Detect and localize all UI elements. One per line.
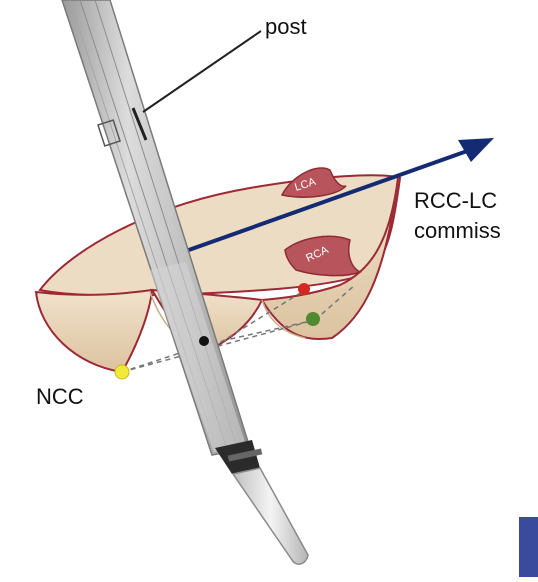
post-label: post [265,14,307,40]
post-leader-line [143,31,261,112]
rcc-lcc-label-line1: RCC-LC [414,188,497,214]
tapered-tip [215,440,308,564]
rcc-lcc-label-line2: commiss [414,218,501,244]
green-marker [306,312,320,326]
corner-color-block [519,517,538,577]
red-marker [298,283,310,295]
left-cusp [36,290,152,372]
black-marker [199,336,209,346]
ncc-label: NCC [36,384,84,410]
yellow-marker [115,365,129,379]
